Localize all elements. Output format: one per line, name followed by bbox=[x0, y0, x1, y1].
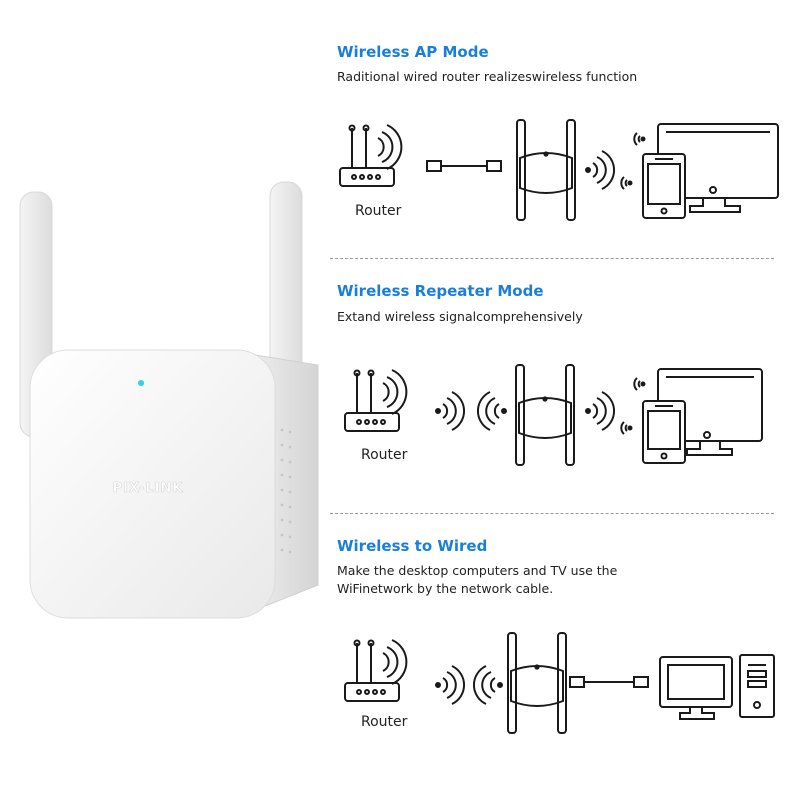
section-divider bbox=[330, 258, 774, 259]
product-image: PIX-LINK bbox=[0, 170, 330, 650]
repeater-mode-diagram bbox=[330, 355, 790, 475]
range-extender-illustration: PIX-LINK bbox=[19, 181, 319, 619]
wifi-signal-icon bbox=[435, 391, 465, 431]
section-wired-description-line1: Make the desktop computers and TV use th… bbox=[337, 563, 618, 578]
section-divider bbox=[330, 513, 774, 514]
router-label: Router bbox=[361, 714, 408, 730]
section-ap-description: Raditional wired router realizeswireless… bbox=[337, 69, 638, 84]
section-repeater-title: Wireless Repeater Mode bbox=[337, 282, 544, 300]
wifi-signal-icon bbox=[585, 391, 615, 431]
brand-logo: PIX-LINK bbox=[113, 481, 184, 496]
wifi-signal-icon bbox=[435, 665, 465, 705]
extender-icon bbox=[515, 364, 575, 466]
section-wired-title: Wireless to Wired bbox=[337, 537, 488, 555]
devices-icon bbox=[620, 123, 779, 219]
wifi-signal-icon bbox=[585, 150, 615, 190]
router-icon bbox=[339, 124, 403, 187]
ethernet-cable-icon bbox=[426, 160, 502, 172]
wired-mode-diagram bbox=[330, 625, 790, 745]
devices-icon bbox=[620, 368, 763, 464]
router-icon bbox=[344, 639, 408, 702]
status-led bbox=[138, 380, 144, 386]
ap-mode-diagram bbox=[330, 110, 790, 230]
section-repeater-description: Extand wireless signalcomprehensively bbox=[337, 309, 583, 324]
wifi-receive-icon bbox=[473, 665, 503, 705]
router-label: Router bbox=[361, 447, 408, 463]
extender-icon bbox=[516, 119, 576, 221]
section-ap-title: Wireless AP Mode bbox=[337, 43, 489, 61]
router-label: Router bbox=[355, 203, 402, 219]
vent-holes bbox=[280, 428, 292, 554]
ethernet-cable-icon bbox=[569, 676, 649, 688]
router-icon bbox=[344, 369, 408, 432]
extender-icon bbox=[507, 632, 567, 734]
desktop-computer-icon bbox=[659, 654, 775, 720]
device-body bbox=[29, 349, 276, 619]
wifi-receive-icon bbox=[477, 391, 507, 431]
section-wired-description-line2: WiFinetwork by the network cable. bbox=[337, 581, 554, 596]
